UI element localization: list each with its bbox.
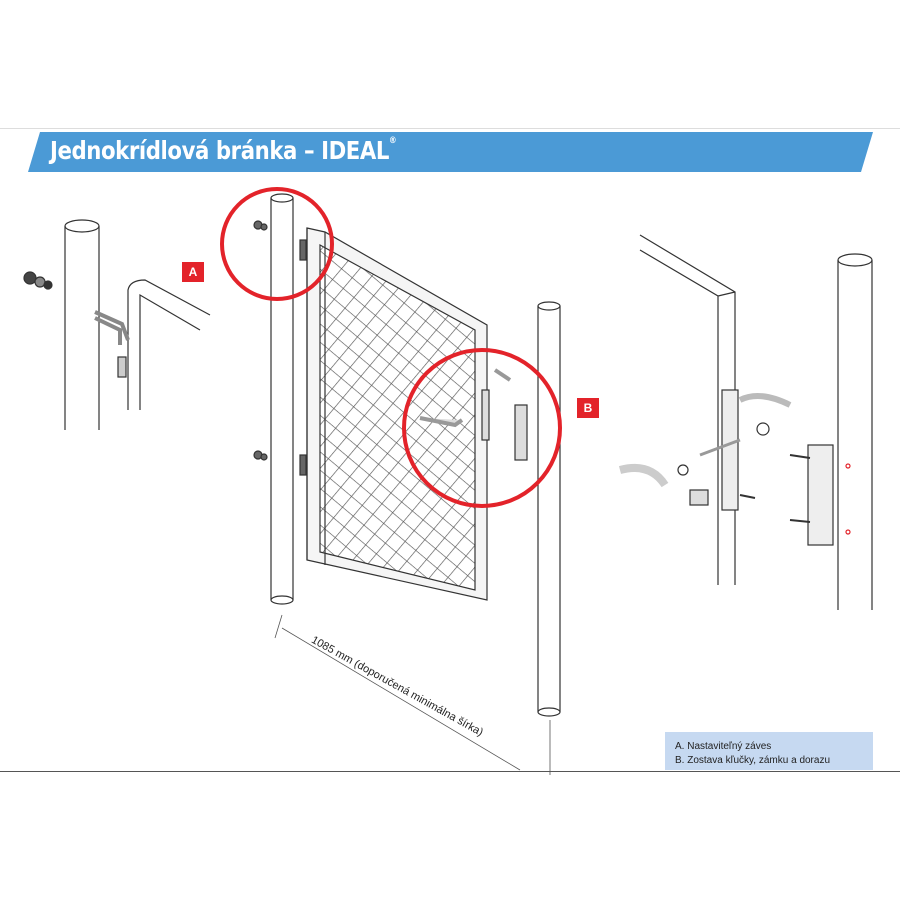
legend-item-a: A. Nastaviteľný záves [675, 741, 772, 752]
label-a: A [182, 262, 204, 282]
highlight-circle-a [220, 187, 334, 301]
left-post [270, 193, 294, 605]
page-title: Jednokrídlová bránka – IDEAL® [50, 136, 397, 165]
label-b: B [577, 398, 599, 418]
highlight-circle-b [402, 348, 562, 508]
hinge-detail-a [23, 219, 211, 430]
right-post [537, 301, 561, 717]
lock-detail-b [618, 234, 873, 610]
lock-parts [419, 368, 528, 461]
gate-leaf [306, 227, 488, 601]
bottom-divider [0, 771, 900, 772]
legend-item-b: B. Zostava kľučky, zámku a dorazu [675, 755, 831, 766]
hinges [253, 220, 307, 476]
legend: A. Nastaviteľný záves B. Zostava kľučky,… [665, 732, 873, 770]
dimension-line [274, 614, 551, 775]
title-banner [28, 132, 873, 172]
top-divider [0, 128, 900, 129]
